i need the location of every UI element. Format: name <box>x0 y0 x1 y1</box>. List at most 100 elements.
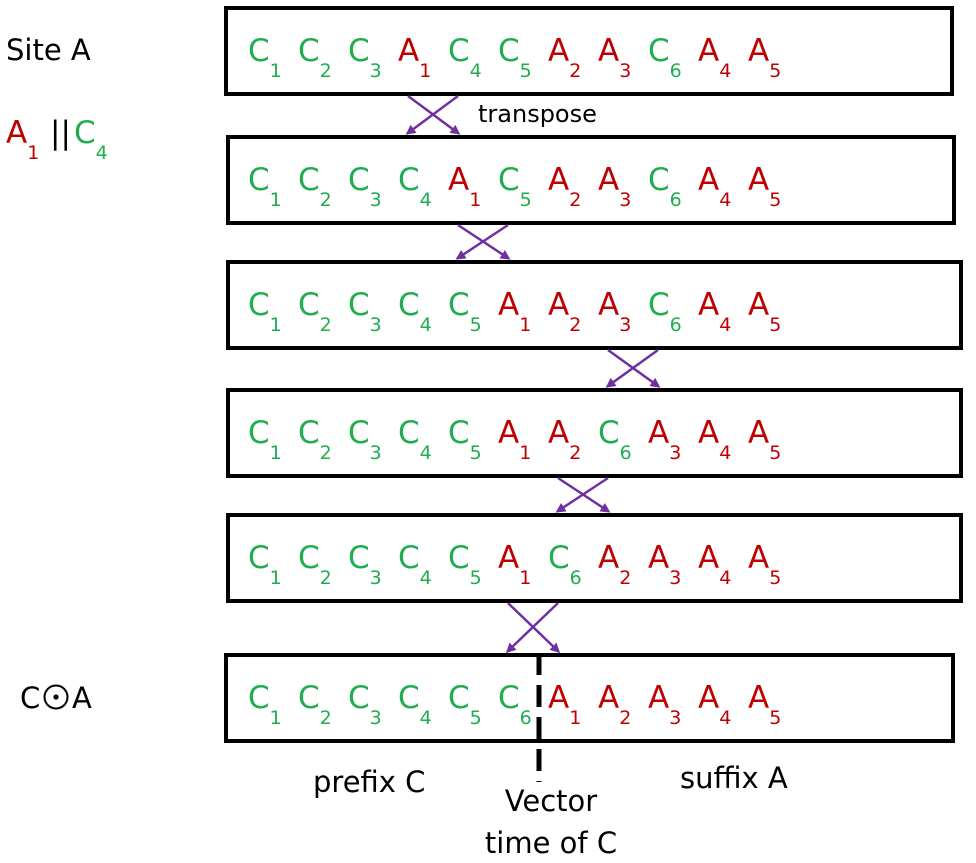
event-a5: A5 <box>748 33 781 82</box>
event-a5: A5 <box>748 540 781 589</box>
event-c6: C6 <box>548 540 582 589</box>
event-a2: A2 <box>548 415 581 464</box>
event-c4: C4 <box>398 540 432 589</box>
event-rows: C1C2C3A1C4C5A2A3C6A4A5C1C2C3C4A1C5A2A3C6… <box>224 6 963 743</box>
event-row: C1 C2 C3 C4 C5 A1 A2 C6 A3 A4 A5 <box>226 388 963 478</box>
event-c6: C6 <box>648 33 682 82</box>
swap-arrows-icon <box>555 476 611 513</box>
event-a1: A1 <box>548 680 581 729</box>
event-c4: C4 <box>448 33 482 82</box>
event-row: C1 C2 C3 A1 C4 C5 A2 A3 C6 A4 A5 <box>224 6 954 96</box>
transpose-arrow <box>457 223 511 260</box>
transpose-label: transpose <box>478 100 597 128</box>
event-c2: C2 <box>298 680 332 729</box>
transpose-arrows <box>405 94 661 654</box>
swap-arrows-icon <box>405 94 461 135</box>
event-c3: C3 <box>348 287 382 336</box>
event-c1: C1 <box>248 33 282 82</box>
result-label: C A <box>20 681 92 715</box>
event-c3: C3 <box>348 162 382 211</box>
odot-dot <box>53 694 59 700</box>
event-c5: C5 <box>448 680 482 729</box>
event-a5: A5 <box>748 162 781 211</box>
relation-right-event: C4 <box>74 115 108 164</box>
event-c6: C6 <box>498 680 532 729</box>
event-c6: C6 <box>648 287 682 336</box>
event-c2: C2 <box>298 287 332 336</box>
vector-time-label-line2: time of C <box>485 826 617 860</box>
event-c2: C2 <box>298 415 332 464</box>
event-c4: C4 <box>398 162 432 211</box>
event-a2: A2 <box>598 540 631 589</box>
event-a2: A2 <box>598 680 631 729</box>
event-c5: C5 <box>498 162 532 211</box>
event-row: C1 C2 C3 C4 C5 C6 A1 A2 A3 A4 A5 <box>224 653 955 743</box>
event-c5: C5 <box>448 287 482 336</box>
event-c3: C3 <box>348 680 382 729</box>
event-c1: C1 <box>248 540 282 589</box>
transpose-arrow <box>507 602 561 654</box>
prefix-label: prefix C <box>313 765 425 799</box>
event-c3: C3 <box>348 540 382 589</box>
event-a2: A2 <box>548 162 581 211</box>
relation-operator: || <box>50 115 71 151</box>
event-c3: C3 <box>348 415 382 464</box>
event-a4: A4 <box>698 540 731 589</box>
event-a4: A4 <box>698 680 731 729</box>
event-c1: C1 <box>248 287 282 336</box>
event-c6: C6 <box>648 162 682 211</box>
result-right: A <box>72 681 92 715</box>
event-c1: C1 <box>248 680 282 729</box>
event-a2: A2 <box>548 287 581 336</box>
swap-arrows-icon <box>605 348 661 388</box>
relation-left-event: A1 <box>6 115 39 164</box>
event-a5: A5 <box>748 415 781 464</box>
event-a3: A3 <box>648 415 681 464</box>
transpose-arrow <box>557 476 611 513</box>
event-c5: C5 <box>448 540 482 589</box>
swap-arrows-icon <box>455 223 511 260</box>
event-c4: C4 <box>398 287 432 336</box>
transpose-arrow <box>607 348 661 388</box>
event-c2: C2 <box>298 33 332 82</box>
event-a3: A3 <box>598 33 631 82</box>
event-c1: C1 <box>248 415 282 464</box>
site-label: Site A <box>6 33 91 67</box>
vector-time-label-line1: Vector <box>505 784 597 818</box>
event-a2: A2 <box>548 33 581 82</box>
event-c6: C6 <box>598 415 632 464</box>
event-a3: A3 <box>648 680 681 729</box>
event-c3: C3 <box>348 33 382 82</box>
event-c5: C5 <box>498 33 532 82</box>
row-box <box>226 388 963 478</box>
event-a4: A4 <box>698 33 731 82</box>
result-left: C <box>20 681 40 715</box>
event-a4: A4 <box>698 415 731 464</box>
concurrency-relation: A1 || C4 <box>6 115 108 164</box>
event-c4: C4 <box>398 680 432 729</box>
event-c1: C1 <box>248 162 282 211</box>
event-a5: A5 <box>748 680 781 729</box>
suffix-label: suffix A <box>680 761 788 795</box>
event-c2: C2 <box>298 162 332 211</box>
swap-arrows-icon <box>505 602 561 654</box>
row-box <box>224 653 955 743</box>
event-a1: A1 <box>398 33 431 82</box>
event-c5: C5 <box>448 415 482 464</box>
row-box <box>224 6 954 96</box>
event-row: C1 C2 C3 C4 C5 A1 C6 A2 A3 A4 A5 <box>226 513 963 603</box>
event-a5: A5 <box>748 287 781 336</box>
event-a4: A4 <box>698 287 731 336</box>
event-c4: C4 <box>398 415 432 464</box>
event-a3: A3 <box>648 540 681 589</box>
event-c2: C2 <box>298 540 332 589</box>
event-a1: A1 <box>498 415 531 464</box>
event-a3: A3 <box>598 287 631 336</box>
row-box <box>226 260 963 350</box>
event-a1: A1 <box>448 162 481 211</box>
event-a1: A1 <box>498 540 531 589</box>
event-a4: A4 <box>698 162 731 211</box>
